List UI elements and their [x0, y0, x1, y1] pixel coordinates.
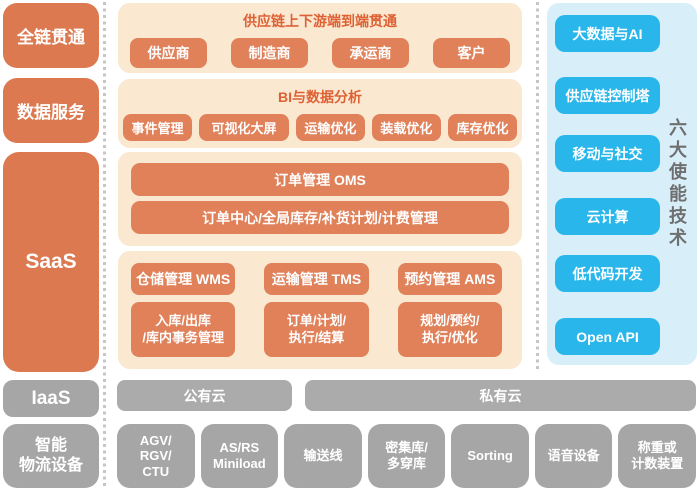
- device-sorting: Sorting: [451, 424, 529, 488]
- right-dashed-divider: [536, 2, 539, 370]
- left-label-saas: SaaS: [3, 152, 99, 372]
- supply-chain-panel: 供应链上下游端到端贯通 供应商 制造商 承运商 客户: [118, 3, 522, 73]
- oms-functions-bar: 订单中心/全局库存/补货计划/计费管理: [131, 201, 509, 234]
- transport-optimization-chip: 运输优化: [295, 114, 365, 141]
- left-label-iaas: IaaS: [3, 380, 99, 417]
- visual-dashboard-chip: 可视化大屏: [199, 114, 289, 141]
- supplier-chip: 供应商: [130, 38, 207, 68]
- device-dense-storage: 密集库/ 多穿库: [367, 424, 446, 488]
- device-row: AGV/ RGV/ CTU AS/RS Miniload 输送线 密集库/ 多穿…: [117, 424, 697, 488]
- ams-chip: 预约管理 AMS: [397, 263, 502, 295]
- bi-panel-title: BI与数据分析: [278, 89, 362, 105]
- control-tower-chip: 供应链控制塔: [555, 77, 660, 114]
- low-code-chip: 低代码开发: [555, 255, 660, 292]
- enabling-tech-panel: 大数据与AI 供应链控制塔 移动与社交 云计算 低代码开发 Open API 六…: [547, 3, 697, 365]
- bi-chip-row: 事件管理 可视化大屏 运输优化 装载优化 库存优化: [123, 114, 518, 141]
- left-label-smart-logistics-equipment: 智能 物流设备: [3, 424, 99, 488]
- enabling-tech-vertical-label: 六大使能技术: [667, 118, 687, 250]
- supply-chain-chip-row: 供应商 制造商 承运商 客户: [130, 38, 510, 68]
- manufacturer-chip: 制造商: [231, 38, 308, 68]
- inventory-optimization-chip: 库存优化: [447, 114, 518, 141]
- left-dashed-divider: [103, 2, 106, 488]
- supply-chain-panel-title: 供应链上下游端到端贯通: [243, 13, 397, 29]
- wms-functions-chip: 入库/出库 /库内事务管理: [131, 302, 236, 357]
- bi-panel: BI与数据分析 事件管理 可视化大屏 运输优化 装载优化 库存优化: [118, 79, 522, 148]
- wms-chip: 仓储管理 WMS: [131, 263, 236, 295]
- device-asrs-miniload: AS/RS Miniload: [200, 424, 279, 488]
- tms-functions-chip: 订单/计划/ 执行/结算: [264, 302, 369, 357]
- ams-functions-chip: 规划/预约/ 执行/优化: [397, 302, 502, 357]
- cloud-computing-chip: 云计算: [555, 198, 660, 235]
- private-cloud-bar: 私有云: [305, 380, 696, 411]
- oms-title-bar: 订单管理 OMS: [131, 163, 509, 196]
- execution-panel: 仓储管理 WMS 运输管理 TMS 预约管理 AMS 入库/出库 /库内事务管理…: [118, 251, 522, 369]
- device-weighing-counting: 称重或 计数装置: [618, 424, 697, 488]
- left-label-full-chain: 全链贯通: [3, 3, 99, 68]
- tms-chip: 运输管理 TMS: [264, 263, 369, 295]
- execution-functions-row: 入库/出库 /库内事务管理 订单/计划/ 执行/结算 规划/预约/ 执行/优化: [131, 302, 502, 357]
- event-management-chip: 事件管理: [123, 114, 193, 141]
- device-voice-equipment: 语音设备: [534, 424, 613, 488]
- execution-systems-row: 仓储管理 WMS 运输管理 TMS 预约管理 AMS: [131, 263, 502, 295]
- mobile-social-chip: 移动与社交: [555, 135, 660, 172]
- oms-panel: 订单管理 OMS 订单中心/全局库存/补货计划/计费管理: [118, 152, 522, 246]
- device-agv-rgv-ctu: AGV/ RGV/ CTU: [117, 424, 195, 488]
- public-cloud-bar: 公有云: [117, 380, 292, 411]
- open-api-chip: Open API: [555, 318, 660, 355]
- left-label-data-service: 数据服务: [3, 78, 99, 143]
- loading-optimization-chip: 装载优化: [371, 114, 441, 141]
- customer-chip: 客户: [433, 38, 510, 68]
- big-data-ai-chip: 大数据与AI: [555, 15, 660, 52]
- carrier-chip: 承运商: [332, 38, 409, 68]
- device-conveyor-line: 输送线: [284, 424, 362, 488]
